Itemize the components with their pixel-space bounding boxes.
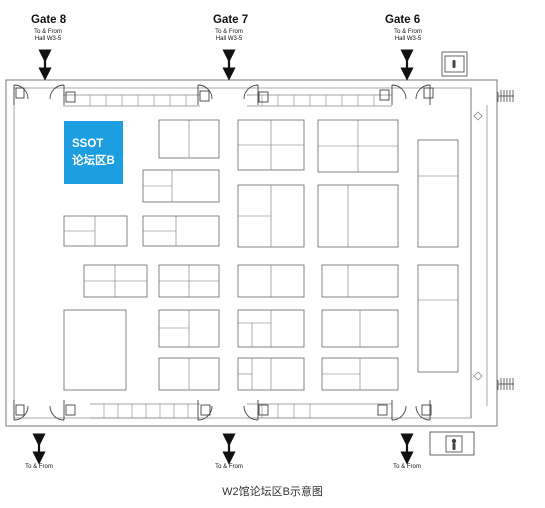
door-icon: [243, 400, 269, 421]
gate-8-sub: To & From Hall W3-5: [26, 29, 70, 42]
gate-7-sub: To & From Hall W3-5: [207, 29, 251, 42]
service-rooms: [429, 51, 475, 456]
door-icon: [197, 400, 213, 421]
booth: [417, 139, 459, 248]
gate-7-sub-line1: To & From: [215, 29, 243, 35]
wall-markers: [473, 111, 483, 381]
gate-7-sub-line2: Hall W3-5: [215, 35, 243, 42]
gate-6-sub: To & From Hall W3-5: [386, 29, 430, 42]
gate-7-title: Gate 7: [213, 14, 249, 26]
door-icon: [415, 400, 432, 421]
gate-6-sub-line2: Hall W3-5: [394, 35, 422, 42]
stairs-icon: [497, 90, 514, 102]
booth-blocks: [63, 119, 459, 391]
booth: [321, 264, 399, 298]
door-icon: [49, 84, 76, 105]
door-icon: [49, 400, 76, 421]
entrance-booth-ticks: [89, 95, 375, 418]
booth: [317, 184, 399, 248]
door-icon: [197, 84, 213, 105]
bottom-gate-label-middle: To & From: [215, 464, 243, 470]
stairs-icon: [497, 378, 514, 390]
door-icon: [13, 400, 29, 421]
door-icons: [13, 84, 434, 421]
double-arrow-icons: [32, 49, 414, 465]
gate-6-title: Gate 6: [385, 14, 421, 26]
door-icon: [13, 84, 29, 105]
gate-6-sub-line1: To & From: [394, 29, 422, 35]
door-icon: [243, 84, 269, 105]
ssot-forum-title: SSOT: [72, 138, 104, 150]
booth: [63, 309, 127, 391]
hall-outline: [5, 79, 498, 427]
gate-8-sub-line1: To & From: [34, 29, 62, 35]
bottom-gate-label-left: To & From: [25, 464, 53, 470]
bottom-gate-label-right: To & From: [393, 464, 421, 470]
booth-partitions: [64, 120, 458, 390]
door-icon: [377, 400, 407, 421]
booth: [417, 264, 459, 373]
restroom-room: [429, 431, 475, 456]
gate-8-title: Gate 8: [31, 14, 67, 26]
entrance-zones: [63, 94, 392, 419]
restroom-icons: [451, 60, 457, 450]
ssot-forum-subtitle: 论坛区B: [72, 155, 115, 167]
stairs-icons: [497, 90, 514, 390]
restroom-icon: [451, 438, 457, 444]
ssot-forum-area: SSOT 论坛区B: [64, 121, 123, 184]
restroom-icon: [452, 60, 456, 68]
map-caption: W2馆论坛区B示意图: [222, 486, 323, 498]
door-icon: [415, 84, 434, 105]
gate-8-sub-line2: Hall W3-5: [34, 35, 62, 42]
door-icon: [379, 84, 407, 105]
